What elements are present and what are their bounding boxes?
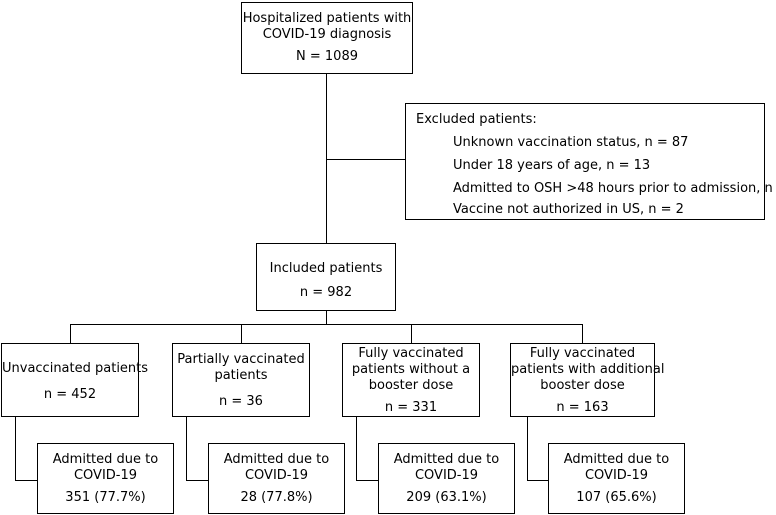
outcome-value: 28 (77.8%) <box>240 490 313 505</box>
connector-branch-bar <box>70 324 582 326</box>
connector-elbow-3 <box>356 417 358 481</box>
connector-branch-1 <box>70 324 72 343</box>
connector-elbow-1 <box>15 417 17 481</box>
outcome-box-unvaccinated: Admitted due to COVID-19 351 (77.7%) <box>37 443 174 514</box>
included-label: Included patients <box>269 261 383 276</box>
outcome-label: COVID-19 <box>414 468 479 483</box>
connector-elbow-4 <box>527 417 529 481</box>
group-label: Fully vaccinated <box>529 346 636 361</box>
outcome-label: Admitted due to <box>393 452 500 467</box>
group-count: n = 36 <box>219 394 263 409</box>
connector-elbow-2 <box>186 417 188 481</box>
group-label: Fully vaccinated <box>358 346 464 361</box>
group-label: patients without a <box>351 362 471 377</box>
group-label: patients <box>214 368 268 383</box>
excluded-item: Unknown vaccination status, n = 87 <box>453 135 689 150</box>
outcome-box-fully-vaccinated-no-booster: Admitted due to COVID-19 209 (63.1%) <box>378 443 515 514</box>
group-label: patients with additional <box>511 362 665 377</box>
group-count: n = 163 <box>556 400 609 415</box>
connector-branch-2 <box>241 324 243 343</box>
outcome-label: COVID-19 <box>584 468 649 483</box>
outcome-label: COVID-19 <box>73 468 138 483</box>
excluded-title: Excluded patients: <box>416 112 537 127</box>
outcome-value: 209 (63.1%) <box>406 490 487 505</box>
connector-included-to-branch <box>326 311 328 325</box>
connector-elbow-1-h <box>15 480 37 482</box>
group-box-unvaccinated: Unvaccinated patients n = 452 <box>1 343 149 417</box>
connector-elbow-2-h <box>186 480 208 482</box>
outcome-box-partially-vaccinated: Admitted due to COVID-19 28 (77.8%) <box>208 443 345 514</box>
hospitalized-count: N = 1089 <box>296 49 358 64</box>
hospitalized-patients-box: Hospitalized patients with COVID-19 diag… <box>241 2 413 74</box>
group-count: n = 452 <box>43 387 97 402</box>
excluded-patients-box: Excluded patients: Unknown vaccination s… <box>405 103 776 220</box>
hospitalized-line2: COVID-19 diagnosis <box>262 27 392 42</box>
group-label: booster dose <box>540 378 625 393</box>
outcome-label: COVID-19 <box>244 468 309 483</box>
hospitalized-line1: Hospitalized patients with <box>242 11 412 26</box>
outcome-value: 351 (77.7%) <box>65 490 146 505</box>
connector-elbow-4-h <box>527 480 548 482</box>
outcome-label: Admitted due to <box>52 452 159 467</box>
group-box-fully-vaccinated-booster: Fully vaccinated patients with additiona… <box>510 343 665 417</box>
excluded-item: Admitted to OSH >48 hours prior to admis… <box>453 181 776 196</box>
group-count: n = 331 <box>384 400 438 415</box>
outcome-box-fully-vaccinated-booster: Admitted due to COVID-19 107 (65.6%) <box>548 443 685 514</box>
included-patients-box: Included patients n = 982 <box>256 243 396 311</box>
excluded-item: Vaccine not authorized in US, n = 2 <box>453 202 684 217</box>
connector-branch-4 <box>582 324 584 343</box>
connector-to-excluded <box>326 159 405 161</box>
group-box-fully-vaccinated-no-booster: Fully vaccinated patients without a boos… <box>342 343 480 417</box>
connector-elbow-3-h <box>356 480 378 482</box>
group-label: booster dose <box>368 378 454 393</box>
outcome-label: Admitted due to <box>563 452 670 467</box>
connector-top-to-included <box>326 73 328 243</box>
connector-branch-3 <box>411 324 413 343</box>
included-count: n = 982 <box>299 285 353 300</box>
excluded-item: Under 18 years of age, n = 13 <box>453 158 651 173</box>
group-label: Partially vaccinated <box>177 352 305 367</box>
outcome-value: 107 (65.6%) <box>576 490 657 505</box>
outcome-label: Admitted due to <box>223 452 330 467</box>
group-label: Unvaccinated patients <box>2 361 149 376</box>
group-box-partially-vaccinated: Partially vaccinated patients n = 36 <box>172 343 310 417</box>
